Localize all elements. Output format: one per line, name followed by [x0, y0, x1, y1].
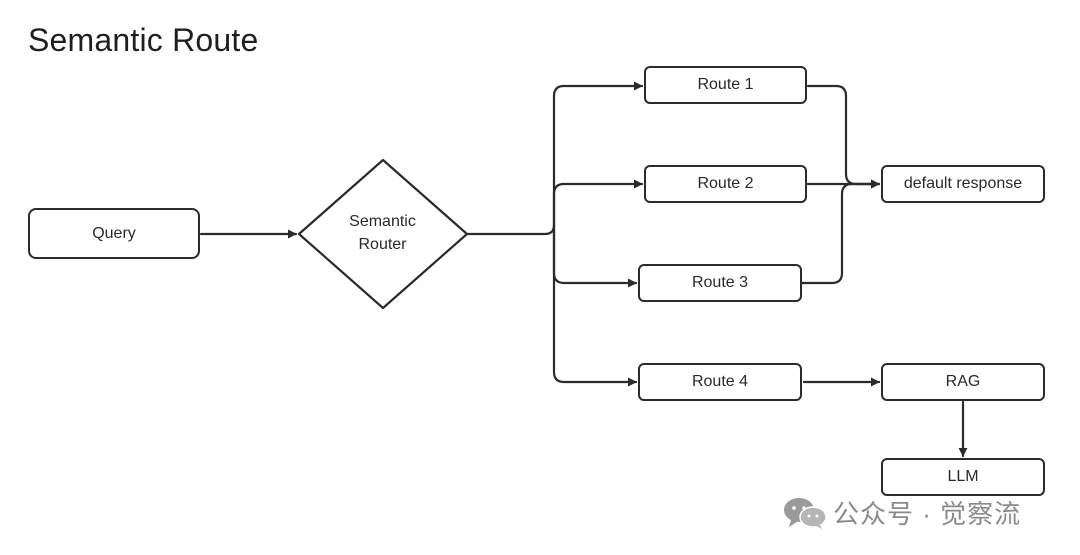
route2-node: Route 2 [644, 165, 807, 203]
watermark-text: 公众号 · 觉察流 [833, 499, 1022, 529]
edge-route3-default [800, 182, 881, 285]
rag-label: RAG [945, 373, 981, 390]
route3-label: Route 3 [691, 274, 749, 291]
default-response-label: default response [903, 175, 1023, 192]
llm-label: LLM [947, 468, 979, 485]
llm-node: LLM [881, 458, 1045, 496]
edge-split-route2 [552, 179, 644, 236]
edge-router-split [466, 223, 556, 236]
router-label-line2: Router [358, 236, 407, 253]
rag-node: RAG [881, 363, 1045, 401]
edge-split-route1 [552, 81, 644, 236]
default-response-node: default response [881, 165, 1045, 203]
diagram-title: Semantic Route [28, 22, 259, 58]
query-label: Query [92, 224, 136, 242]
semantic-router-label: Semantic Router [315, 210, 450, 256]
route4-node: Route 4 [638, 363, 802, 401]
route2-label: Route 2 [697, 175, 754, 192]
edge-split-route3 [552, 232, 638, 288]
watermark: 公众号 · 觉察流 [783, 494, 1021, 531]
edge-split-route4 [552, 232, 638, 387]
wechat-icon [783, 496, 827, 530]
route1-node: Route 1 [644, 66, 807, 104]
query-node: Query [28, 208, 200, 259]
router-label-line1: Semantic [349, 213, 416, 230]
route3-node: Route 3 [638, 264, 802, 302]
semantic-router-diamond [297, 158, 469, 310]
edge-route1-default [806, 84, 881, 189]
route1-label: Route 1 [697, 76, 754, 93]
route4-label: Route 4 [691, 373, 749, 390]
